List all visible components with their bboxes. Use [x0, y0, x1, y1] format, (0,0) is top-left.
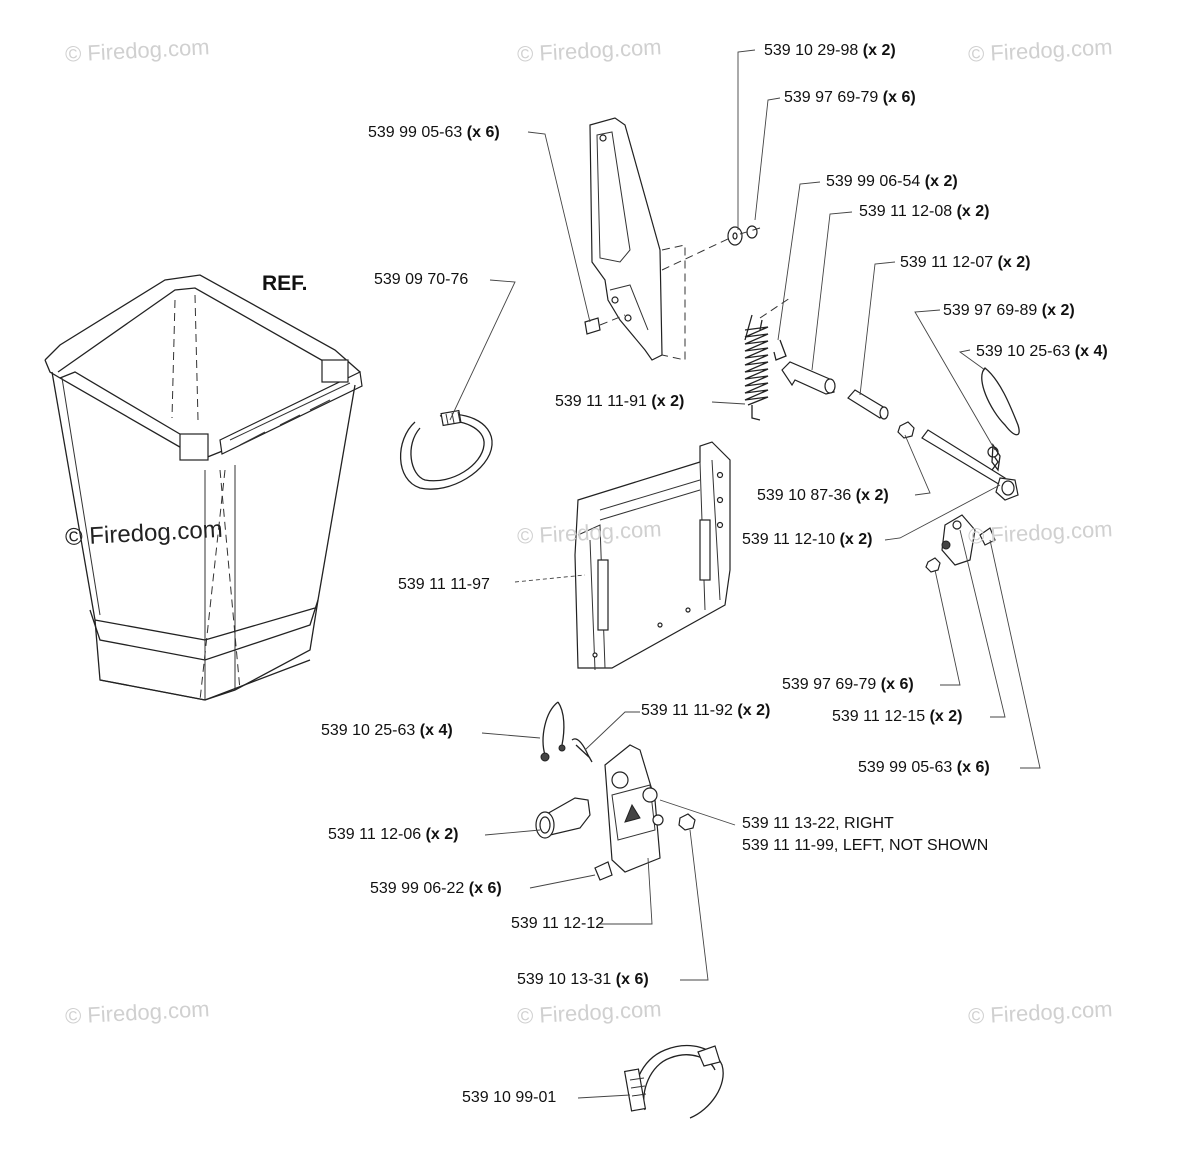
pivot-plate [941, 514, 976, 566]
part-label: 539 11 12-15 (x 2) [832, 708, 963, 725]
tube [847, 389, 889, 420]
part-label: 539 99 06-22 (x 6) [370, 880, 502, 897]
upper-bracket [589, 117, 686, 361]
pull-pin [535, 797, 591, 839]
small-nut-lower [678, 813, 696, 831]
part-label: 539 97 69-89 (x 2) [943, 302, 1075, 319]
small-bolt-lower [594, 861, 613, 881]
part-label: 539 99 05-63 (x 6) [368, 124, 500, 141]
hairpin-lower [571, 738, 593, 763]
part-label: 539 99 05-63 (x 6) [858, 759, 990, 776]
washer-and-nut-top [661, 225, 761, 271]
hose-clamp-upper [399, 409, 493, 490]
lanyard-pin-lower [540, 701, 566, 762]
part-label: 539 99 06-54 (x 2) [826, 173, 958, 190]
part-label: 539 11 11-97 [398, 576, 490, 593]
part-label: 539 10 87-36 (x 2) [757, 487, 889, 504]
part-label: 539 10 99-01 [462, 1089, 557, 1106]
nut-right-small [925, 557, 941, 573]
part-label: 539 11 12-08 (x 2) [859, 203, 990, 220]
small-pin [991, 442, 1001, 472]
nut-539-10-87-36 [897, 421, 915, 439]
part-label: 539 11 12-06 (x 2) [328, 826, 459, 843]
part-label: 539 97 69-79 (x 6) [782, 676, 914, 693]
hair-pin-clip [773, 339, 787, 361]
spring [744, 297, 791, 421]
part-label: 539 11 12-10 (x 2) [742, 531, 873, 548]
lower-plate [604, 744, 664, 873]
bolt-right [979, 527, 996, 546]
leader-lines [449, 49, 1041, 1099]
ref-label: REF. [262, 272, 308, 295]
bolt-539-99-05-63 [584, 314, 626, 335]
lanyard-pin-top [981, 367, 1020, 471]
long-rod [921, 429, 1019, 501]
hose-clamp-lower [623, 1045, 724, 1119]
part-label: 539 11 11-92 (x 2) [641, 702, 771, 719]
part-label: 539 97 69-79 (x 6) [784, 89, 916, 106]
part-label: 539 10 29-98 (x 2) [764, 42, 896, 59]
handle-rod [781, 361, 836, 395]
part-label: 539 09 70-76 [374, 271, 469, 288]
part-label: 539 11 13-22, RIGHT [742, 815, 894, 832]
part-label: 539 11 12-12 [511, 915, 605, 932]
part-label: 539 11 12-07 (x 2) [900, 254, 1031, 271]
part-label: 539 11 11-91 (x 2) [555, 393, 685, 410]
mounting-bracket [574, 441, 731, 671]
part-label: 539 10 25-63 (x 4) [976, 343, 1108, 360]
grass-bag [44, 274, 363, 701]
part-label: 539 11 11-99, LEFT, NOT SHOWN [742, 837, 989, 854]
part-label: 539 10 13-31 (x 6) [517, 971, 649, 988]
part-label: 539 10 25-63 (x 4) [321, 722, 453, 739]
